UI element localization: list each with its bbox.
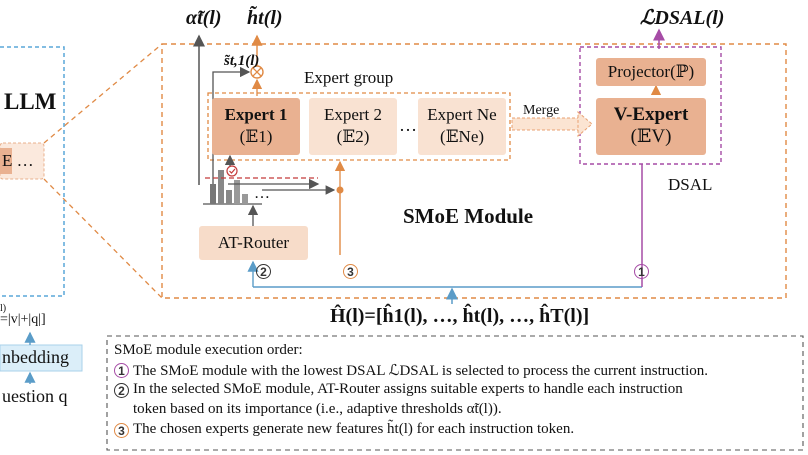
h-output-label: h̃t(l) — [247, 7, 283, 29]
at-router-box: AT-Router — [199, 226, 308, 260]
expert-1-name: Expert 1 — [224, 105, 288, 124]
embedding-box — [0, 344, 83, 372]
v-expert-symbol: (𝔼V) — [630, 126, 672, 147]
step-marker-3: 3 — [343, 264, 358, 279]
projector-box: Projector(ℙ) — [596, 58, 706, 86]
expert-group-title: Expert group — [304, 68, 394, 87]
question-label: uestion q — [2, 386, 68, 406]
note-2-marker: 2 — [114, 383, 129, 398]
importance-bar-chart — [203, 170, 318, 205]
llm-sup-fragment: l) — [0, 303, 7, 314]
alpha-label: α̃t(l) — [186, 7, 222, 29]
v-expert-name: V-Expert — [613, 104, 689, 125]
merge-arrow — [511, 110, 593, 138]
expert-ne-symbol: (𝔼Ne) — [439, 127, 485, 146]
step-marker-1: 1 — [634, 264, 649, 279]
dsal-frame — [579, 46, 722, 165]
embedding-label: nbedding — [2, 347, 69, 367]
expert-1-box: Expert 1 (𝔼1) — [212, 98, 300, 155]
note-1-marker: 1 — [114, 363, 129, 378]
at-router-label: AT-Router — [217, 233, 290, 252]
expert-ne-name: Expert Ne — [427, 105, 497, 124]
module-title: SMoE Module — [403, 204, 534, 228]
llm-token-highlight — [0, 148, 12, 174]
v-expert-box: V-Expert (𝔼V) — [596, 98, 706, 155]
expert-2-box: Expert 2 (𝔼2) — [309, 98, 397, 155]
note-3-marker: 3 — [114, 423, 129, 438]
projector-name: Projector(ℙ) — [607, 62, 695, 81]
llm-dim-subscript: =|v|+|q|] — [0, 312, 46, 327]
hidden-state-label: Ĥ(l)=[ĥ1(l), …, ĥt(l), …, ĥT(l)] — [330, 305, 590, 327]
check-icon — [226, 165, 238, 177]
smoe-module-frame — [161, 43, 787, 299]
llm-title: LLM — [4, 89, 57, 114]
step-marker-2: 2 — [256, 264, 271, 279]
note-3-text: The chosen experts generate new features… — [133, 421, 575, 437]
dsal-label: DSAL — [668, 175, 713, 194]
bar-chart-dots: … — [254, 185, 270, 202]
notes-heading: SMoE module execution order: — [114, 342, 303, 358]
expert-2-symbol: (𝔼2) — [336, 127, 370, 146]
s-score-label: s̃t,1(l) — [224, 53, 260, 69]
note-2-text: In the selected SMoE module, AT-Router a… — [133, 381, 683, 397]
zoom-line-bottom — [43, 178, 163, 299]
merge-label: Merge — [523, 103, 560, 118]
zoom-line-top — [43, 43, 163, 144]
llm-token-dots: E … — [2, 151, 34, 170]
note-2-continuation: token based on its importance (i.e., ada… — [133, 401, 502, 417]
loss-label: ℒDSAL(l) — [640, 7, 725, 29]
expert-group-frame — [207, 92, 511, 161]
expert-ne-box: Expert Ne (𝔼Ne) — [418, 98, 506, 155]
note-1-text: The SMoE module with the lowest DSAL ℒDS… — [133, 363, 709, 379]
expert-2-name: Expert 2 — [323, 105, 383, 124]
expert-1-symbol: (𝔼1) — [239, 127, 273, 146]
expert-ellipsis: … — [399, 115, 417, 135]
llm-box-outline — [0, 46, 65, 297]
